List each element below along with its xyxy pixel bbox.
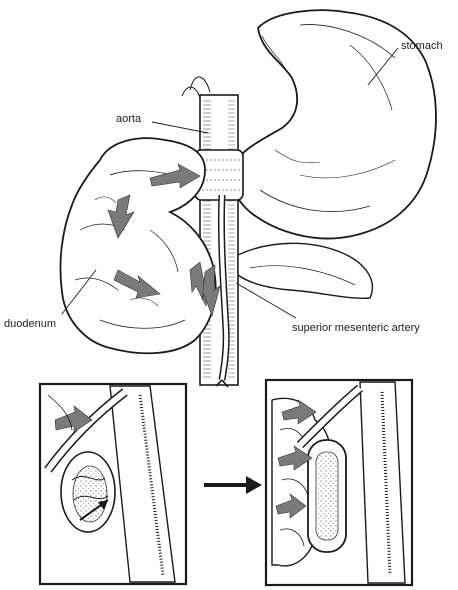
label-duodenum: duodenum xyxy=(4,318,56,330)
inset-before xyxy=(40,384,186,584)
label-superior-mesenteric-artery: superior mesenteric artery xyxy=(292,322,420,334)
right-arrow-icon xyxy=(204,476,262,494)
mesentery-tail xyxy=(238,243,372,298)
inset-after xyxy=(266,380,412,585)
label-aorta: aorta xyxy=(116,113,142,125)
label-stomach: stomach xyxy=(401,40,443,52)
duodenum-organ xyxy=(60,138,215,353)
main-illustration: aorta stomach duodenum superior mesenter… xyxy=(4,10,443,387)
